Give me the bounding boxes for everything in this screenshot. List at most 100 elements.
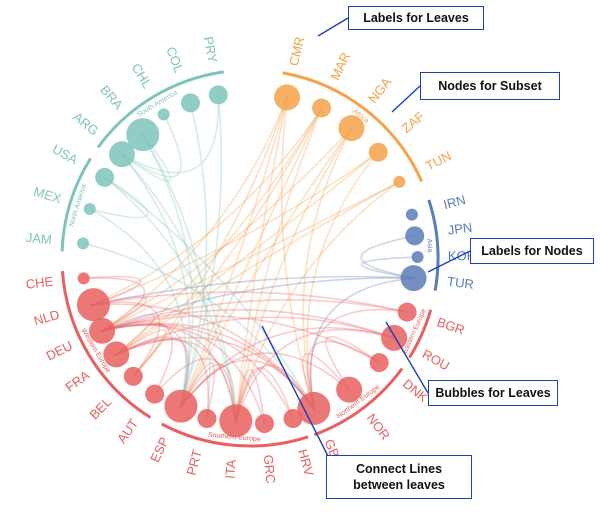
bubble-col[interactable] — [180, 93, 200, 113]
bubble-mex[interactable] — [83, 202, 96, 215]
link-mex-esp — [90, 208, 187, 409]
leaf-label-hrv: HRV — [295, 447, 317, 477]
bubble-aut[interactable] — [145, 384, 165, 404]
links-layer — [84, 94, 417, 424]
group-label-southern-europe: Southern Europe — [208, 432, 261, 444]
leaf-label-nga: NGA — [365, 74, 394, 106]
link-aut-deu — [100, 320, 173, 395]
callout-pointer-nodes — [427, 250, 471, 273]
leaf-label-pry: PRY — [201, 35, 221, 64]
bubble-zaf[interactable] — [368, 142, 388, 162]
bubble-jpn[interactable] — [405, 226, 425, 246]
link-tur-gbr — [310, 277, 415, 411]
group-arc-western-europe — [60, 271, 152, 419]
link-nga-esp — [179, 126, 353, 409]
bubble-pry[interactable] — [208, 85, 228, 105]
link-cmr-ita — [234, 96, 289, 424]
bubble-deu[interactable] — [89, 317, 116, 344]
callout-pointer-subset — [391, 85, 421, 113]
leaf-label-tur: TUR — [446, 274, 474, 292]
bubble-nor[interactable] — [336, 376, 363, 403]
callout-nodes-for-subset: Nodes for Subset — [420, 72, 560, 100]
bubble-tur[interactable] — [400, 265, 427, 292]
bubble-irn[interactable] — [405, 208, 418, 221]
leaf-label-chl: CHL — [129, 61, 155, 91]
callout-pointers-layer — [261, 17, 471, 461]
leaf-label-jam: JAM — [25, 230, 52, 247]
bubble-esp[interactable] — [164, 389, 198, 423]
link-usa-ita — [104, 176, 237, 424]
link-pry-esp — [179, 94, 223, 409]
link-zaf-gbr — [306, 151, 379, 411]
link-hrv-ita — [234, 367, 294, 424]
callout-connect-lines: Connect Lines between leaves — [326, 455, 472, 499]
link-dnk-gbr — [306, 340, 380, 412]
link-dnk-nor — [325, 336, 380, 392]
bubble-gbr[interactable] — [297, 391, 331, 425]
bubble-bel[interactable] — [123, 366, 143, 386]
bubble-rou[interactable] — [381, 324, 408, 351]
link-gbr-ita — [234, 364, 316, 424]
leaf-label-zaf: ZAF — [399, 109, 428, 136]
bubble-dnk[interactable] — [369, 353, 389, 373]
link-cmr-bel — [132, 96, 289, 377]
link-grc-ita — [234, 369, 266, 424]
callout-pointer-lines — [261, 325, 331, 461]
link-mar-fra — [114, 107, 323, 356]
group-arc-north-america — [60, 157, 92, 252]
bubble-che[interactable] — [77, 272, 90, 285]
leaf-label-tun: TUN — [423, 148, 454, 173]
bubble-ita[interactable] — [219, 404, 253, 438]
link-cmr-esp — [179, 96, 289, 409]
leaf-label-mar: MAR — [327, 50, 353, 83]
link-mar-esp — [179, 107, 323, 409]
link-prt-esp — [179, 362, 216, 419]
bubble-chl[interactable] — [157, 108, 170, 121]
bubble-grc[interactable] — [254, 414, 274, 434]
leaf-label-prt: PRT — [184, 448, 205, 477]
bubble-bgr[interactable] — [397, 302, 417, 322]
link-rou-esp — [179, 327, 396, 409]
bubble-cmr[interactable] — [274, 84, 301, 111]
leaf-label-ita: ITA — [222, 459, 239, 480]
bubble-prt[interactable] — [197, 409, 217, 429]
bubble-usa[interactable] — [95, 167, 115, 187]
leaf-label-bra: BRA — [97, 82, 126, 112]
link-arg-esp — [120, 153, 191, 409]
link-mar-bel — [132, 107, 323, 377]
bubble-hrv[interactable] — [283, 409, 303, 429]
bubble-fra[interactable] — [103, 341, 130, 368]
bubble-arg[interactable] — [108, 141, 135, 168]
link-esp-fra — [114, 336, 190, 409]
callout-pointer-bubbles — [385, 321, 429, 394]
callout-bubbles-for-leaves: Bubbles for Leaves — [428, 380, 558, 406]
bubble-kor[interactable] — [411, 251, 424, 264]
bubble-nld[interactable] — [76, 288, 110, 322]
link-chl-arg — [120, 115, 182, 178]
bubble-jam[interactable] — [77, 237, 90, 250]
link-rou-deu — [100, 309, 396, 340]
leaf-label-usa: USA — [50, 141, 81, 167]
link-ita-deu — [100, 324, 237, 424]
bubbles-layer — [76, 84, 427, 438]
link-tun-deu — [100, 181, 399, 333]
link-mar-ita — [234, 107, 323, 424]
link-nor-esp — [179, 352, 351, 409]
link-hrv-deu — [100, 323, 294, 419]
link-grc-deu — [100, 324, 266, 424]
bubble-tun[interactable] — [393, 175, 406, 188]
leaf-label-rou: ROU — [420, 346, 453, 373]
leaf-label-arg: ARG — [70, 109, 101, 138]
leaf-label-mex: MEX — [32, 184, 64, 207]
link-nor-gbr — [302, 353, 351, 412]
bubble-nga[interactable] — [338, 115, 365, 142]
bubble-bra[interactable] — [126, 118, 160, 152]
link-bel-nld — [90, 301, 161, 377]
link-fra-deu — [100, 313, 156, 356]
link-bgr-deu — [100, 299, 408, 333]
link-cmr-gbr — [280, 96, 316, 412]
bubble-mar[interactable] — [312, 98, 332, 118]
link-esp-deu — [100, 322, 188, 409]
